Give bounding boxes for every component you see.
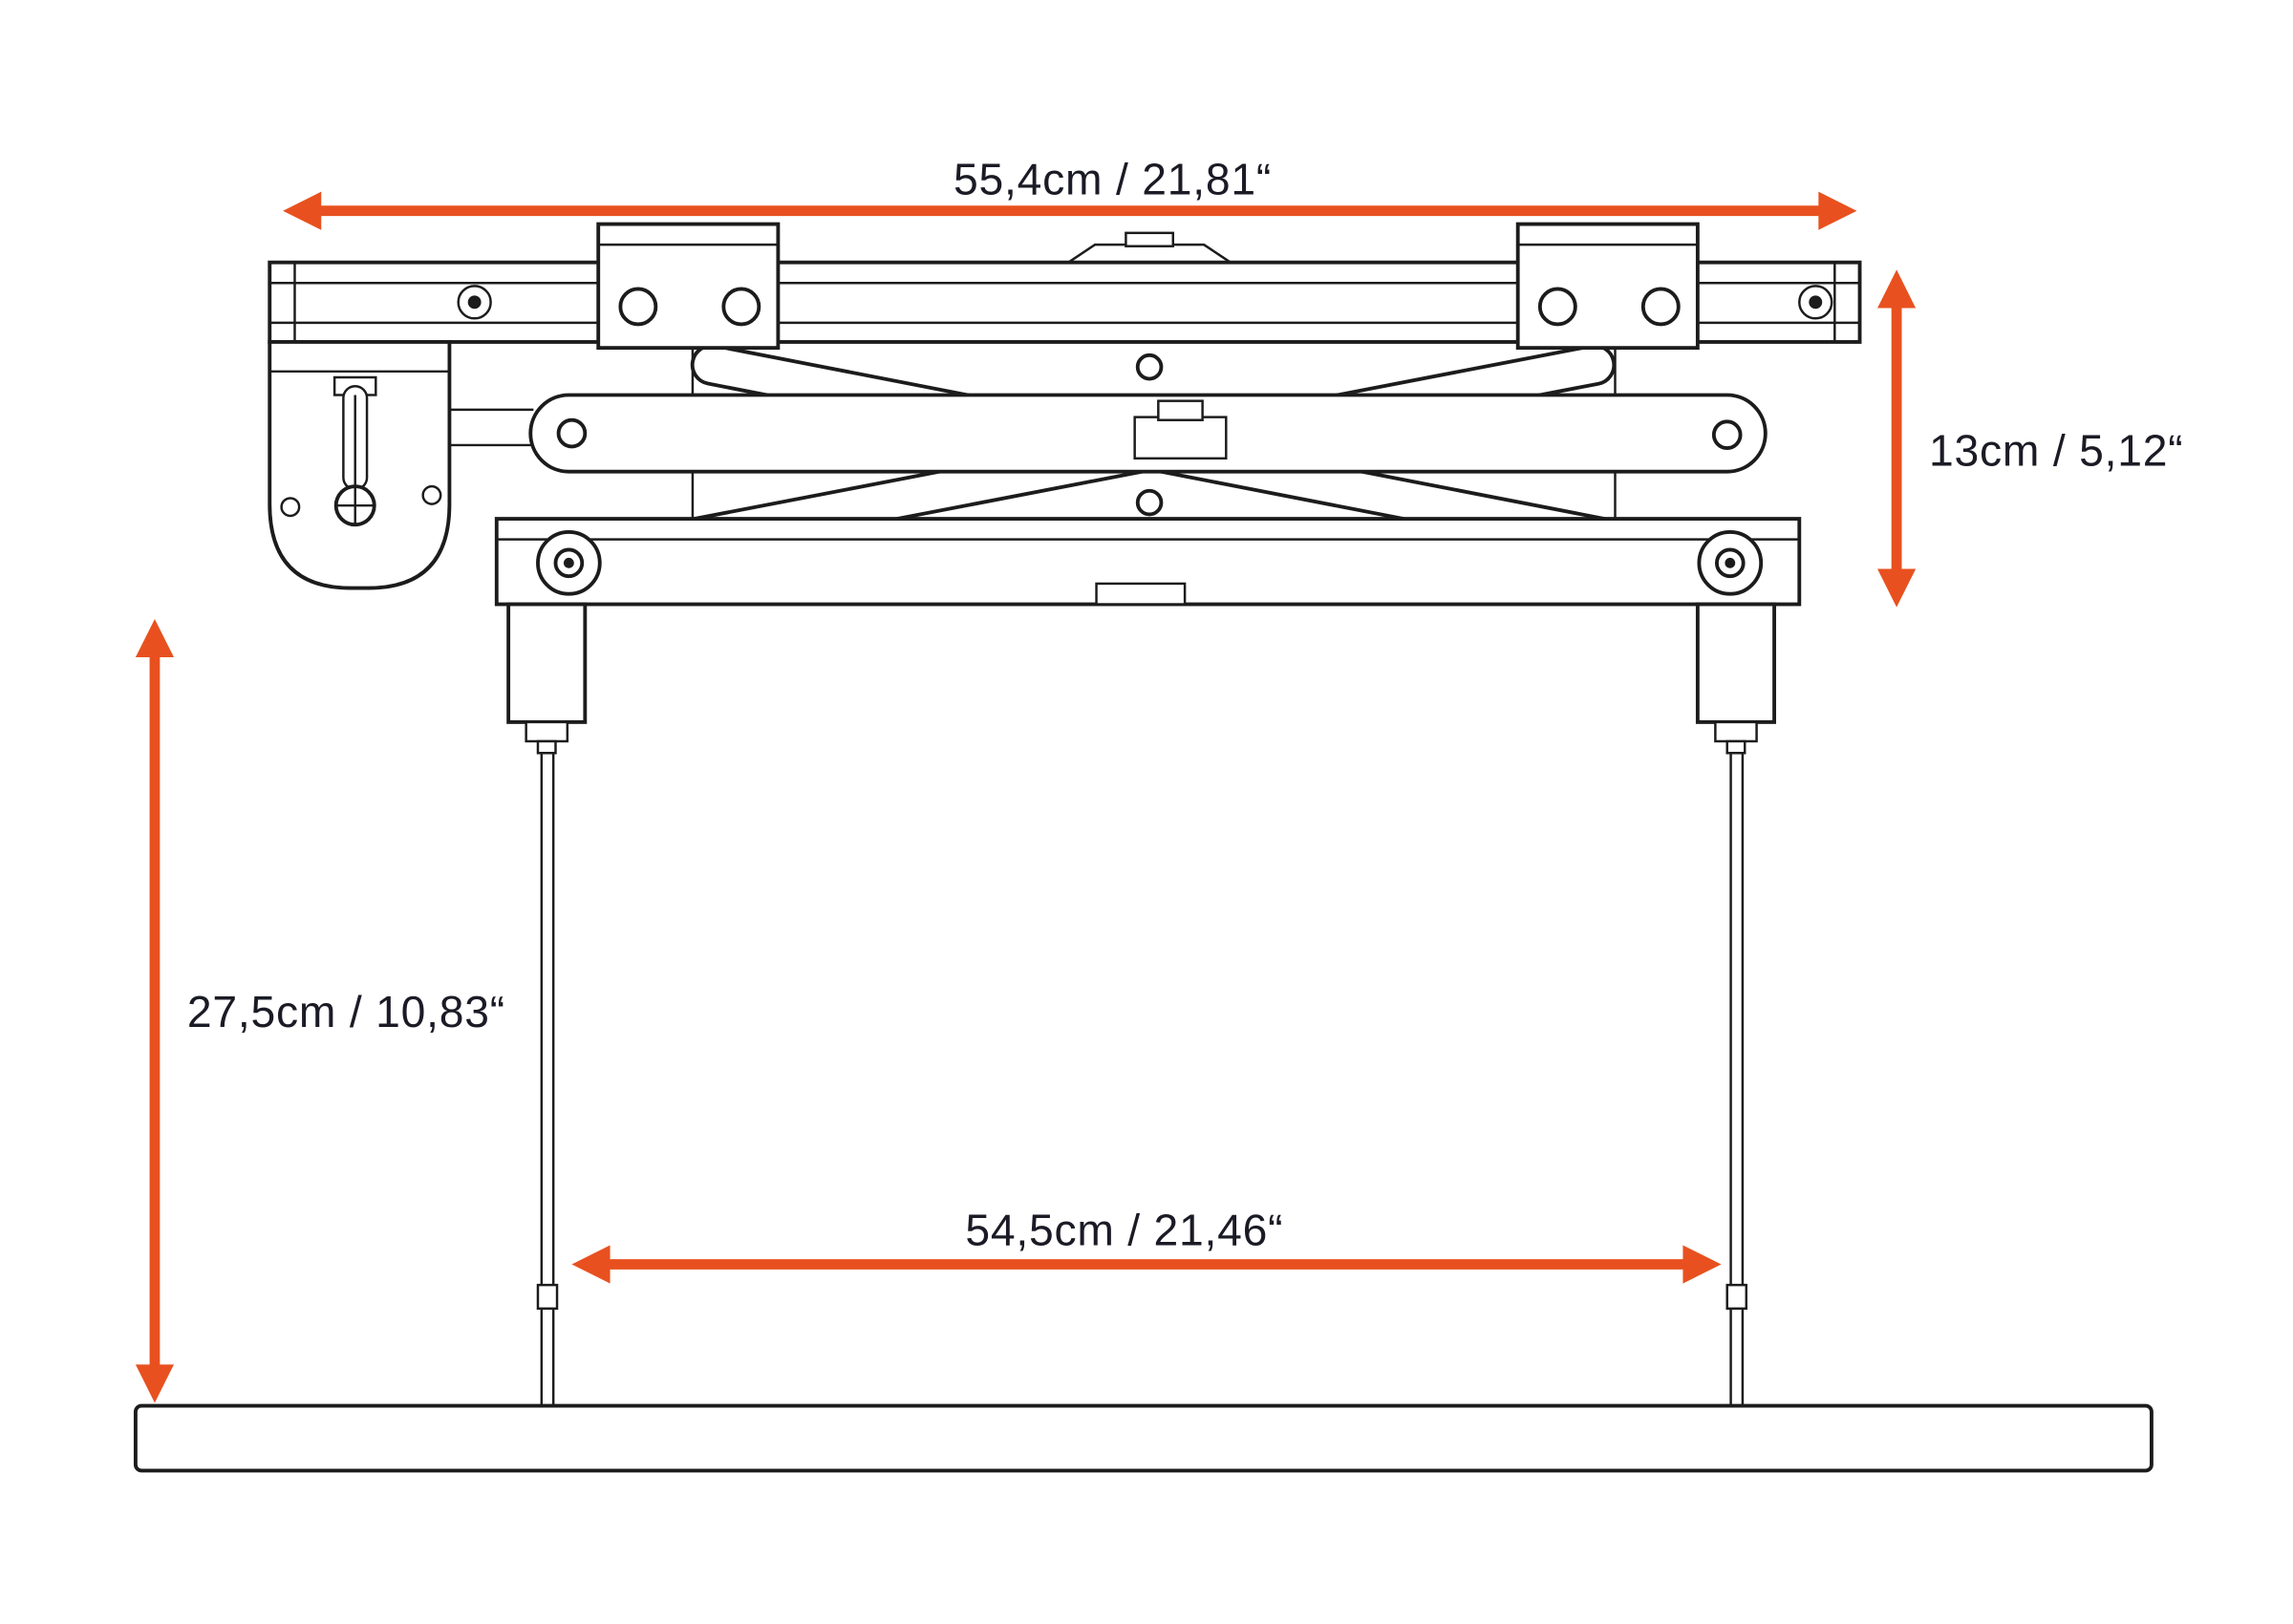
hanger-left	[506, 602, 588, 1407]
dimension-top-width: 55,4cm / 21,81“	[283, 155, 1857, 230]
dimension-label-right: 13cm / 5,12“	[1929, 426, 2183, 476]
bracket-right-plate	[1515, 222, 1700, 351]
hanger-right-block	[1695, 602, 1776, 724]
rail-bolt-left-dot	[467, 295, 482, 310]
hanger-left-nub	[536, 739, 557, 755]
arrowhead-down-icon	[135, 1364, 175, 1403]
rod-joint-right	[1725, 1283, 1747, 1311]
center-pivot-bottom	[1135, 488, 1164, 517]
arrowhead-right-icon	[1682, 1245, 1722, 1284]
hanger-right-nub	[1725, 739, 1747, 755]
motor-housing	[268, 340, 452, 590]
pivot-bolt-left-inner	[553, 547, 585, 579]
top-rail-center-bump	[1064, 243, 1234, 264]
center-bracket-tab	[1157, 399, 1204, 421]
motor-screw-right	[421, 484, 442, 505]
dimension-bottom-spacing: 54,5cm / 21,46“	[571, 1205, 1722, 1284]
dimension-left-drop: 27,5cm / 10,83“	[135, 618, 505, 1403]
bracket-left-hole-2	[721, 287, 761, 327]
pivot-hole-right	[1711, 419, 1743, 450]
bracket-right-hole-2	[1640, 287, 1681, 327]
hanger-right	[1695, 602, 1776, 1407]
arrowhead-up-icon	[1877, 269, 1917, 309]
arrowhead-left-icon	[283, 191, 322, 230]
pivot-bolt-left-dot	[563, 557, 574, 568]
top-rail-center-tab	[1125, 231, 1174, 247]
pivot-hole-left	[556, 417, 588, 449]
mounting-bracket-right	[1515, 222, 1700, 351]
pivot-bolt-right-inner	[1714, 547, 1746, 579]
arrowhead-left-icon	[571, 1245, 611, 1284]
arrowhead-down-icon	[1877, 568, 1917, 608]
dimension-label-top: 55,4cm / 21,81“	[954, 155, 1272, 204]
hanger-left-block	[506, 602, 588, 724]
bracket-left-hole-1	[618, 287, 658, 327]
rod-joint-left	[536, 1283, 559, 1311]
lower-rail	[494, 517, 1802, 607]
arrowhead-up-icon	[135, 618, 175, 658]
mounting-plate	[133, 1403, 2154, 1473]
dimension-label-left: 27,5cm / 10,83“	[187, 987, 505, 1036]
pivot-bolt-right-dot	[1725, 557, 1736, 568]
motor-screw-left	[280, 497, 301, 518]
hanger-left-cap	[525, 720, 569, 743]
center-bracket	[1133, 416, 1228, 460]
hanger-right-cap	[1714, 720, 1758, 743]
mounting-bracket-left	[596, 222, 781, 351]
lower-rail-center-tab	[1095, 582, 1187, 606]
arrowhead-right-icon	[1818, 191, 1857, 230]
dimension-right-height: 13cm / 5,12“	[1877, 269, 2183, 608]
center-pivot-top	[1135, 353, 1164, 381]
dimension-label-bottom: 54,5cm / 21,46“	[965, 1205, 1283, 1254]
bracket-left-plate	[596, 222, 781, 351]
bracket-right-hole-1	[1537, 287, 1577, 327]
rail-bolt-right-dot	[1809, 295, 1823, 310]
